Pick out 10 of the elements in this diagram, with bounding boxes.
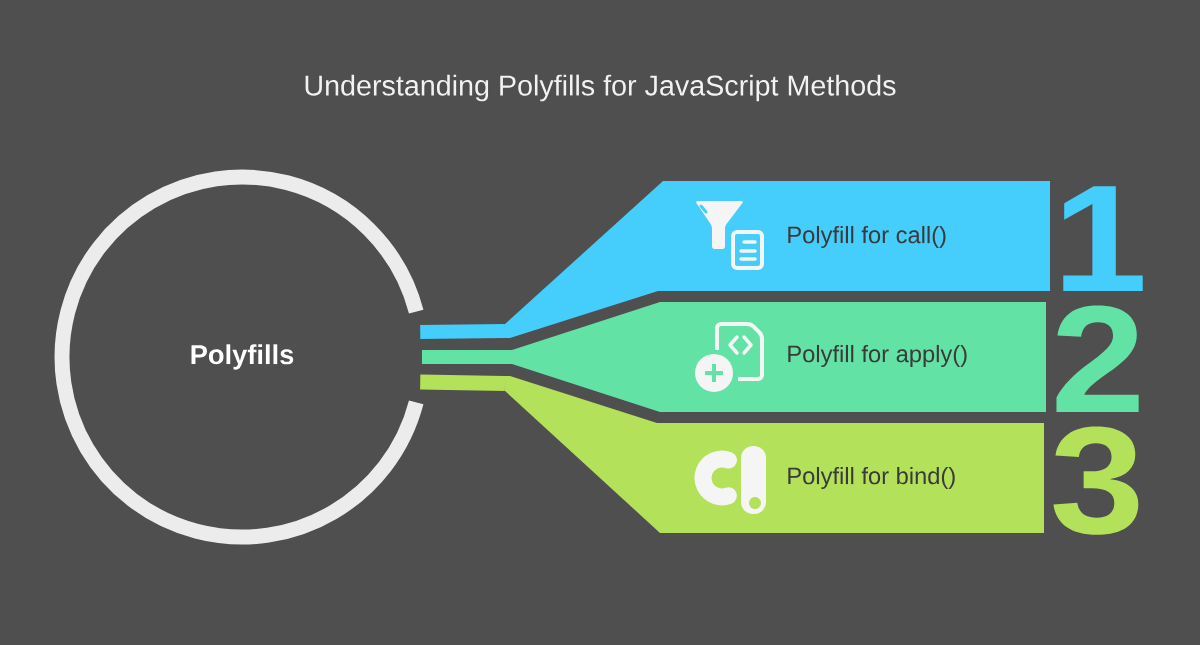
funnel-band: Polyfill for apply() (505, 302, 1046, 412)
connector-strip (421, 350, 505, 364)
title: Understanding Polyfills for JavaScript Methods (305, 74, 896, 102)
step-number: 2 (1056, 305, 1139, 412)
funnel-band: Polyfill for bind() (505, 376, 1044, 533)
step-number: 3 (1053, 426, 1139, 535)
connector-strip (420, 374, 506, 391)
step-number: 1 (1063, 186, 1143, 291)
funnel-band: Polyfill for call() (505, 181, 1050, 338)
connector-strip (420, 324, 506, 339)
